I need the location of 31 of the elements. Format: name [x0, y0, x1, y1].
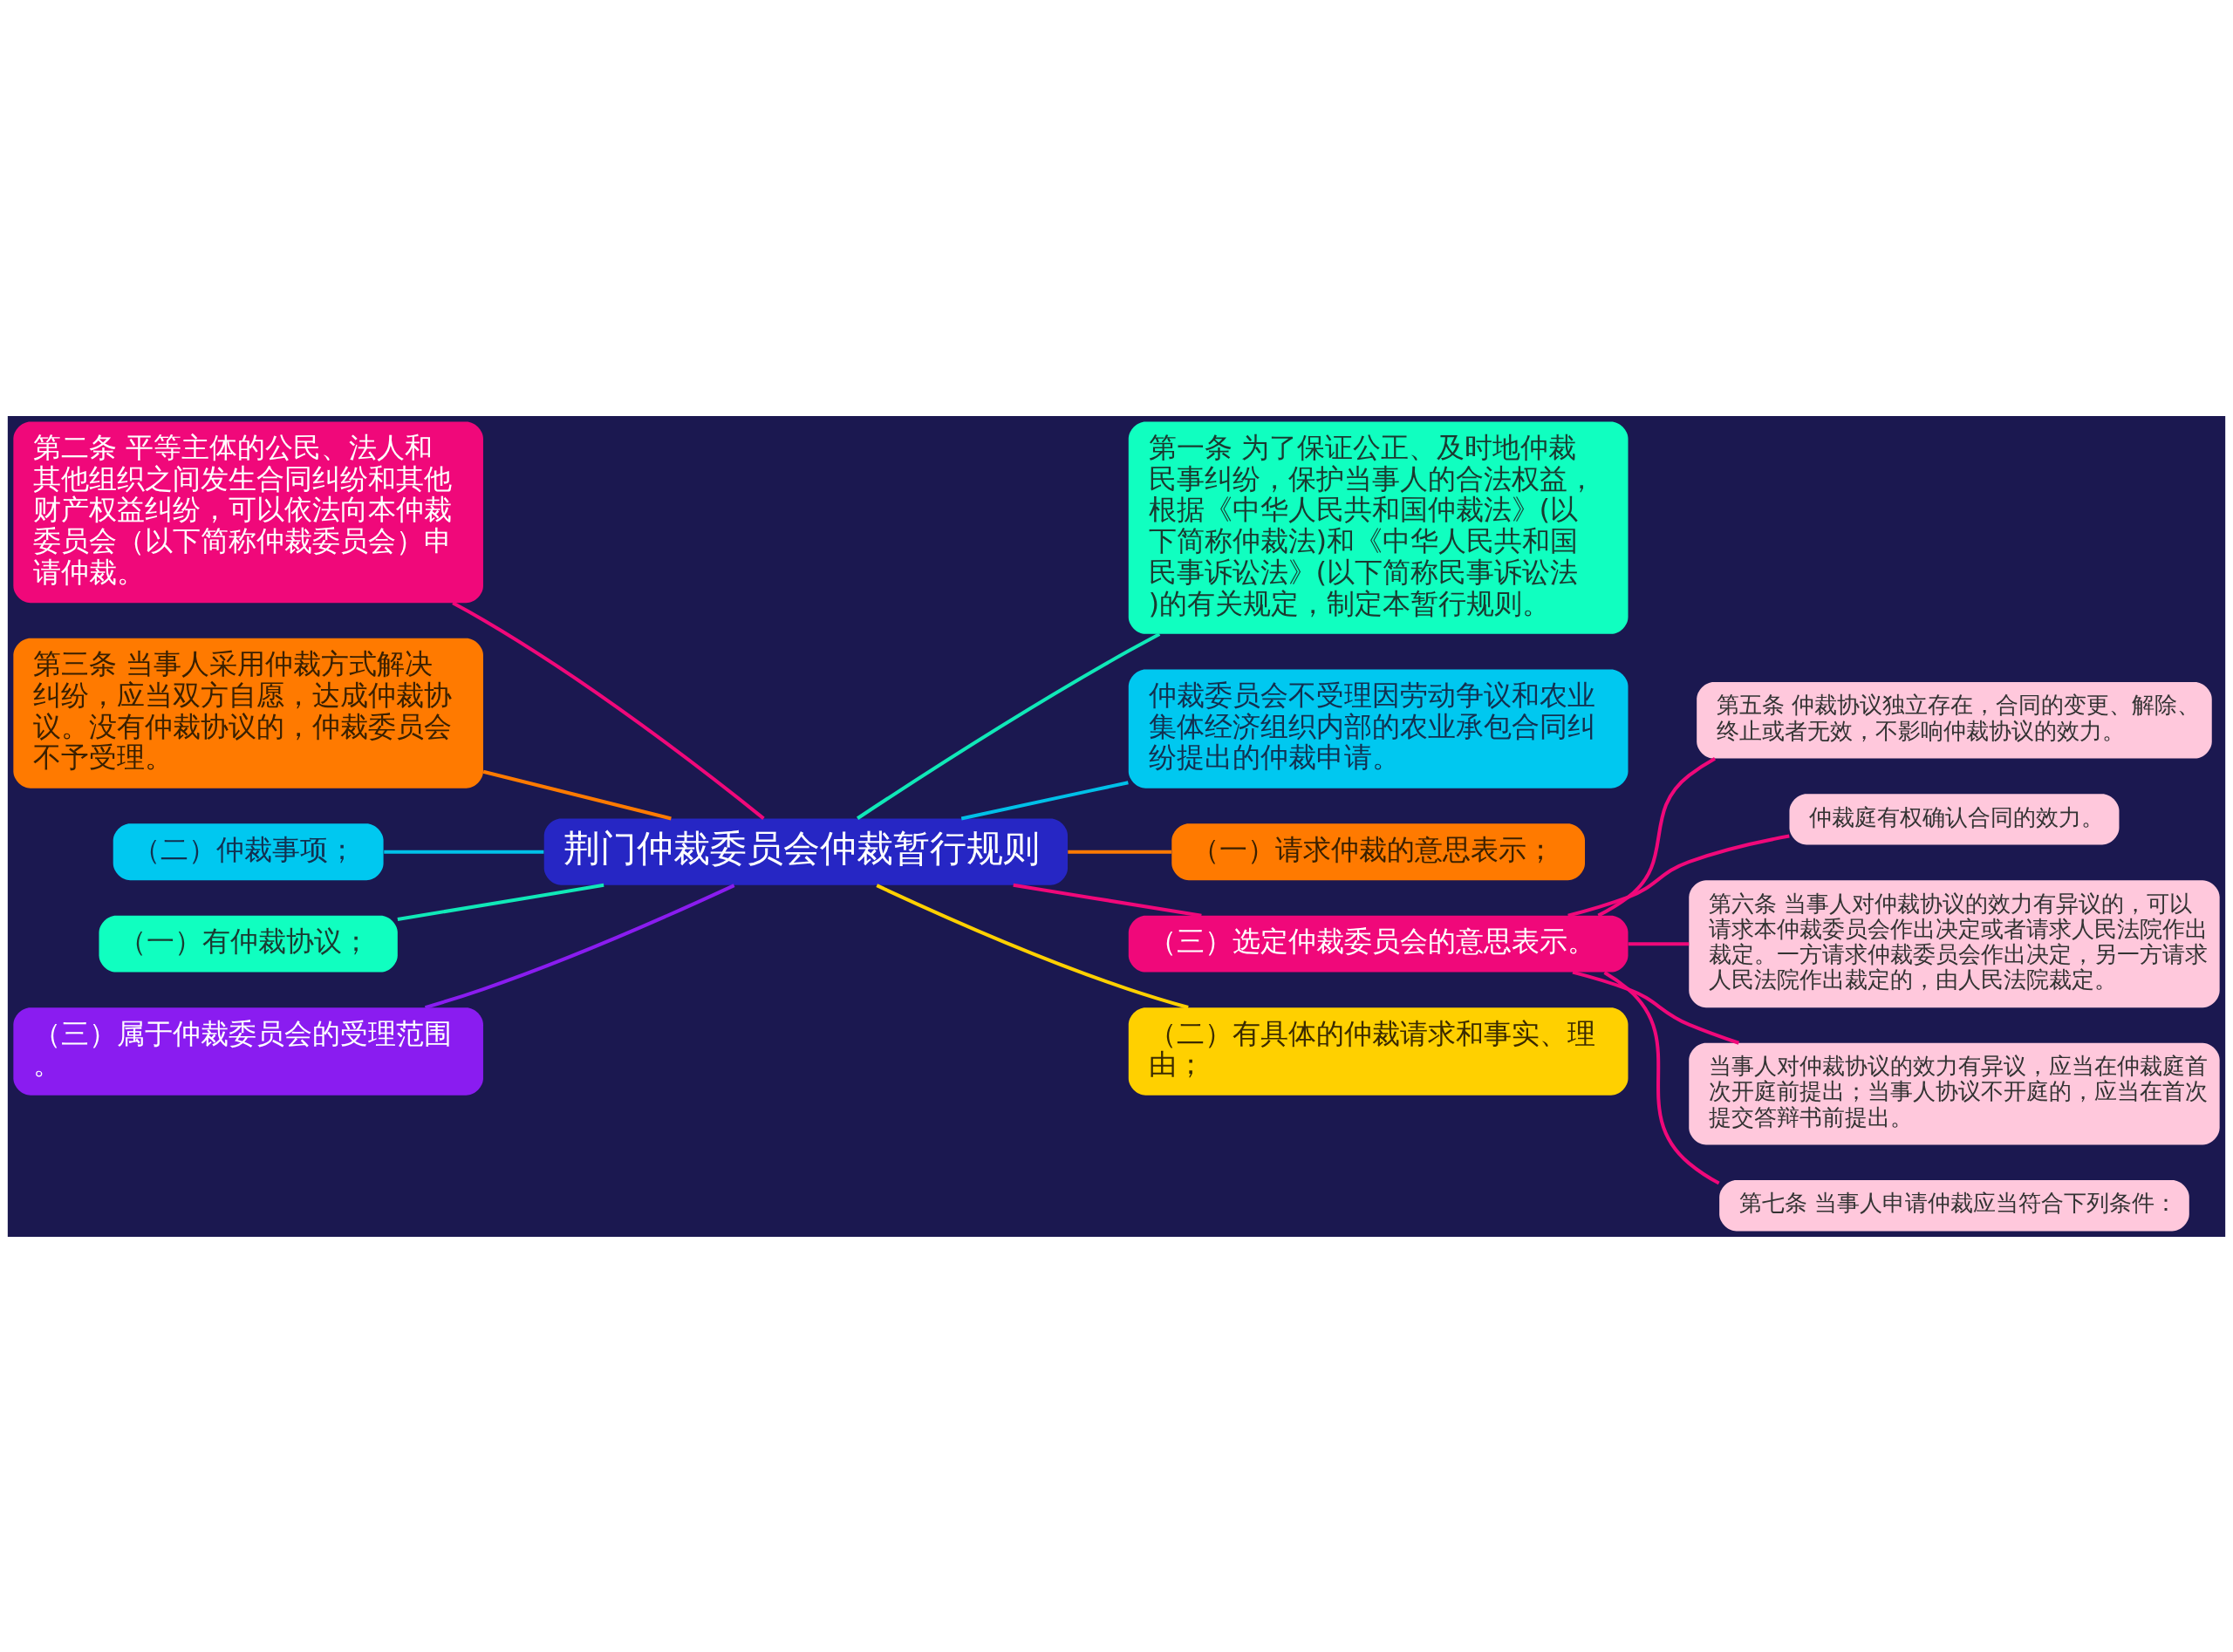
node-box: （一）请求仲裁的意思表示；: [1171, 823, 1585, 880]
connector: [397, 883, 604, 921]
connector: [857, 631, 1161, 820]
node-box: 仲裁委员会不受理因劳动争议和农业集体经济组织内部的农业承包合同纠纷提出的仲裁申请。: [1128, 668, 1629, 788]
node-box: 第二条 平等主体的公民、法人和其他组织之间发生合同纠纷和其他财产权益纠纷，可以依法向本仲裁委员会（以下简称仲裁委员会）申请仲裁。: [13, 421, 483, 603]
connector: [1597, 756, 1716, 917]
connector: [424, 883, 735, 1009]
connector: [384, 850, 544, 854]
node-box: 仲裁庭有权确认合同的效力。: [1789, 793, 2120, 845]
node-box: （二）有具体的仲裁请求和事实、理由；: [1128, 1007, 1629, 1096]
connector: [1068, 850, 1171, 854]
node-box: （二）仲裁事项；: [113, 823, 384, 880]
connector: [1567, 834, 1790, 918]
connector: [1572, 970, 1739, 1045]
node-box: 当事人对仲裁协议的效力有异议，应当在仲裁庭首次开庭前提出；当事人协议不开庭的，应当在首次提交答辩书前提出。: [1689, 1042, 2220, 1145]
node-box: 第五条 仲裁协议独立存在，合同的变更、解除、终止或者无效，不影响仲裁协议的效力。: [1697, 681, 2212, 759]
connector: [876, 883, 1189, 1009]
node-box: （三）属于仲裁委员会的受理范围。: [13, 1007, 483, 1096]
node-box: 第六条 当事人对仲裁协议的效力有异议的，可以请求本仲裁委员会作出决定或者请求人民法院作出裁定。一方请求仲裁委员会作出决定，另一方请求人民法院作出裁定的，由人民法院裁定。: [1689, 879, 2220, 1007]
connector: [452, 600, 765, 820]
node-box: 第三条 当事人采用仲裁方式解决纠纷，应当双方自愿，达成仲裁协议。没有仲裁协议的，仲裁委员会不予受理。: [13, 638, 483, 788]
node-box: （三）选定仲裁委员会的意思表示。: [1128, 915, 1629, 973]
connector: [482, 769, 672, 820]
connector: [960, 780, 1129, 820]
connector: [1013, 883, 1202, 918]
connector: [1628, 941, 1690, 945]
node-box: （一）有仲裁协议；: [99, 915, 398, 973]
node-box: 第七条 当事人申请仲裁应当符合下列条件：: [1719, 1179, 2189, 1231]
node-box: 第一条 为了保证公正、及时地仲裁民事纠纷，保护当事人的合法权益，根据《中华人民共和国仲裁法》(以下简称仲裁法)和《中华人民共和国民事诉讼法》(以下简称民事诉讼法)的有关规定，制定本暂行规则。: [1128, 421, 1629, 634]
node-box: 荆门仲裁委员会仲裁暂行规则: [543, 818, 1069, 885]
connector: [1603, 970, 1720, 1184]
